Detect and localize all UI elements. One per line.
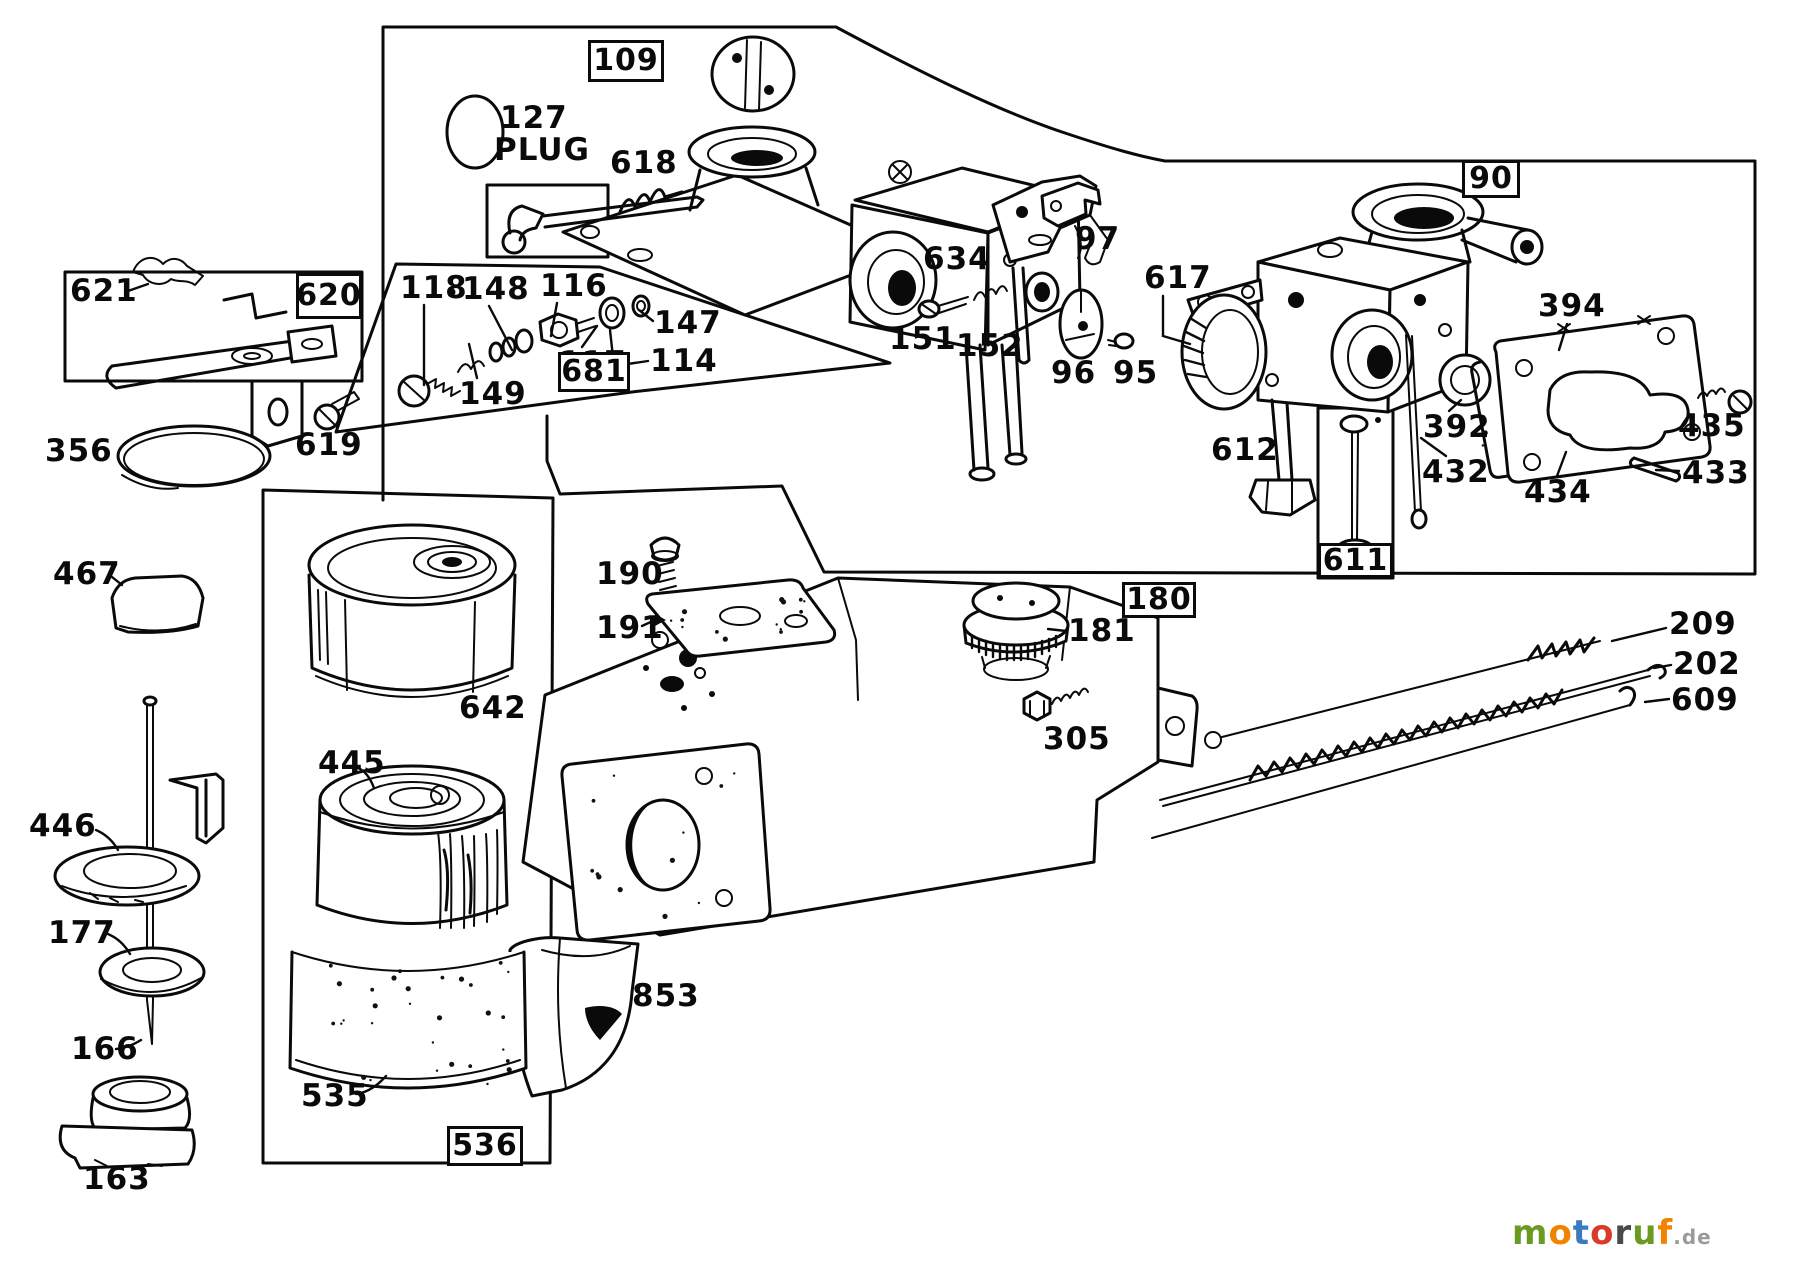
plate-stipple <box>590 772 736 920</box>
bracket-97 <box>1040 181 1102 259</box>
watermark-letter: o <box>1548 1213 1573 1253</box>
air-cleaner <box>288 523 528 1090</box>
watermark-letter: r <box>1614 1213 1633 1253</box>
needle-valve-611 <box>1336 414 1381 569</box>
bolt-305 <box>1022 687 1089 722</box>
throttle-plate-icon <box>710 35 796 113</box>
watermark-letter: m <box>1512 1213 1549 1253</box>
governor-lever-group <box>105 256 360 490</box>
foam-stipple <box>328 961 512 1086</box>
fuel-tank <box>521 536 1199 942</box>
watermark-letter: f <box>1657 1213 1674 1253</box>
deflector-853 <box>508 936 640 1098</box>
screw-151 <box>917 296 969 319</box>
o-ring-356 <box>116 424 272 490</box>
screw-95 <box>1107 332 1135 350</box>
watermark: motoruf.de <box>1512 1213 1712 1253</box>
panel-outlines <box>63 25 1757 1165</box>
plug-ring-127 <box>445 94 505 170</box>
screw-619 <box>313 391 360 431</box>
carburetor-main <box>501 125 1135 482</box>
watermark-letter: o <box>1590 1213 1615 1253</box>
screw-190 <box>649 536 681 599</box>
leader-lines <box>94 282 1681 1096</box>
linkage-rods <box>1151 636 1667 839</box>
gasket-191-stipple <box>669 597 806 642</box>
fuel-cap <box>962 581 1070 681</box>
carburetor-right <box>1180 182 1753 569</box>
float-needle-column <box>53 574 225 1170</box>
watermark-letter: u <box>1632 1213 1658 1253</box>
watermark-letter: t <box>1572 1213 1591 1253</box>
choke-disc-96 <box>1058 288 1104 360</box>
gasket-191 <box>645 578 837 658</box>
mixture-screw-set <box>397 294 651 408</box>
spring-152 <box>973 285 1008 301</box>
watermark-suffix: .de <box>1673 1225 1712 1249</box>
